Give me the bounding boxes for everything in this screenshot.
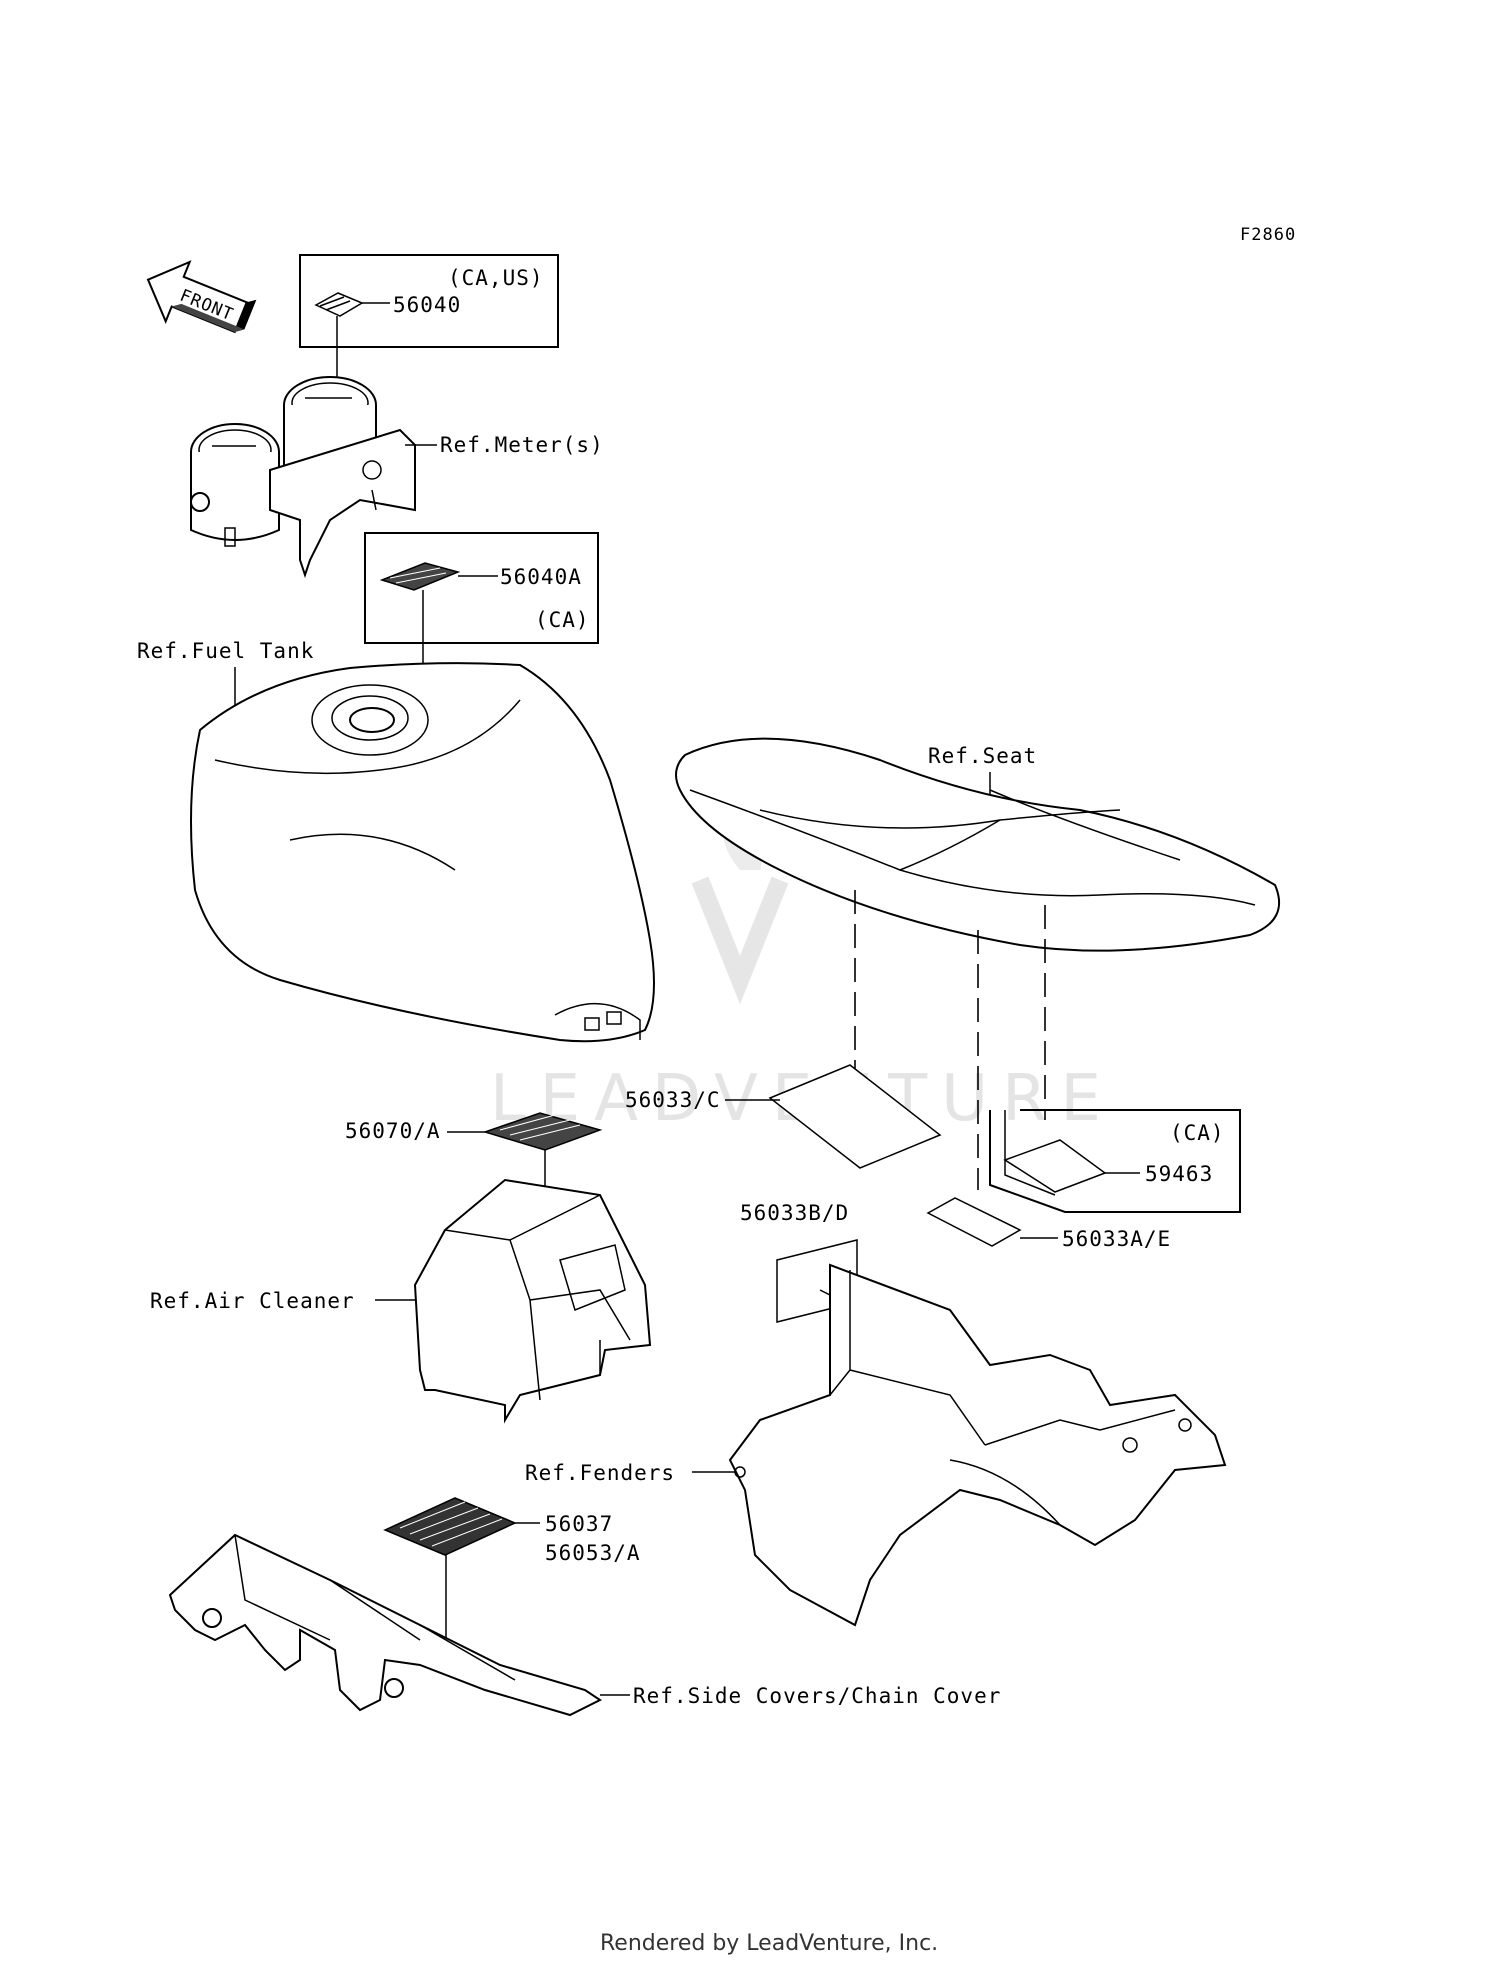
label-sticker-56033c: [768, 1064, 942, 1169]
part-number-56033c: 56033/C: [625, 1088, 721, 1112]
part-number-56040a: 56040A: [500, 565, 582, 589]
ref-fuel-tank-label: Ref.Fuel Tank: [137, 639, 314, 663]
seat: [675, 737, 1280, 952]
rear-fender: [728, 1263, 1227, 1627]
air-cleaner-housing: [413, 1178, 652, 1424]
ref-air-cleaner-label: Ref.Air Cleaner: [150, 1289, 355, 1313]
chain-cover: [168, 1533, 602, 1717]
part-number-56033bd: 56033B/D: [740, 1201, 849, 1225]
label-sticker-59463: [1003, 1139, 1107, 1193]
label-sticker-56040a: [379, 562, 461, 591]
region-ca-56040a: (CA): [535, 608, 590, 632]
ref-side-covers-chain-cover-label: Ref.Side Covers/Chain Cover: [633, 1684, 1001, 1708]
diagram-code: F2860: [1240, 225, 1296, 245]
ref-fenders-label: Ref.Fenders: [525, 1461, 675, 1485]
callout-56040a[interactable]: 56040A (CA): [364, 532, 599, 745]
render-credit: Rendered by LeadVenture, Inc.: [600, 1931, 938, 1956]
part-number-56053a: 56053/A: [545, 1541, 641, 1565]
label-sticker-56070a: [482, 1112, 603, 1151]
part-number-56033ae: 56033A/E: [1062, 1227, 1171, 1251]
front-direction-arrow-icon: FRONT: [146, 260, 257, 334]
label-sticker-56037: [383, 1497, 517, 1556]
label-sticker-56033ae: [926, 1197, 1022, 1247]
part-number-56037: 56037: [545, 1512, 613, 1536]
callout-59463[interactable]: (CA) 59463: [989, 1109, 1241, 1213]
fuel-tank: [190, 662, 655, 1043]
region-ca-59463: (CA): [1170, 1121, 1225, 1145]
part-number-59463: 59463: [1145, 1162, 1213, 1186]
callout-56040[interactable]: (CA,US) 56040: [299, 254, 559, 405]
region-ca-us: (CA,US): [448, 266, 544, 290]
part-number-56040: 56040: [393, 293, 461, 317]
ref-meters-label: Ref.Meter(s): [440, 433, 604, 457]
ref-seat-label: Ref.Seat: [928, 744, 1037, 768]
part-number-56070a: 56070/A: [345, 1119, 441, 1143]
meter-assembly: [190, 376, 416, 579]
